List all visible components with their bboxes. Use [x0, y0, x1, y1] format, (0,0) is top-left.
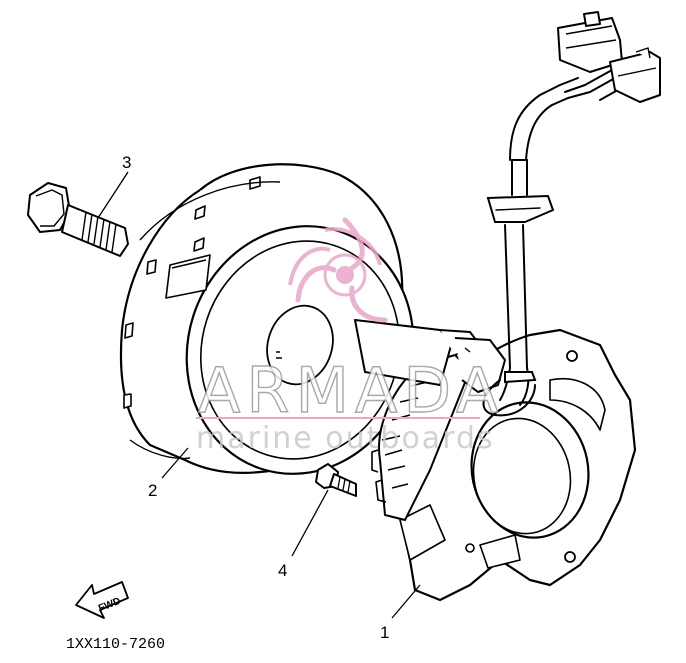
stator-screw — [315, 463, 357, 497]
callout-2: 2 — [148, 481, 157, 500]
callout-1: 1 — [380, 623, 389, 642]
watermark-brand: ARMADA — [198, 354, 504, 427]
watermark-subtitle: marine outboards — [196, 421, 495, 456]
coupler-connectors — [557, 11, 661, 103]
watermark-logo — [288, 217, 388, 323]
flywheel-rotor — [119, 163, 415, 475]
callout-3: 3 — [122, 153, 131, 172]
leader-lines — [97, 171, 421, 619]
pulser-coil — [354, 319, 506, 393]
forward-arrow-icon: FWD — [75, 581, 129, 619]
stator-base-plate — [399, 328, 637, 602]
callout-4: 4 — [278, 561, 287, 580]
drawing-code: 1XX110-7260 — [66, 636, 165, 653]
wire-harness — [482, 69, 633, 417]
flywheel-bolt — [27, 182, 129, 257]
